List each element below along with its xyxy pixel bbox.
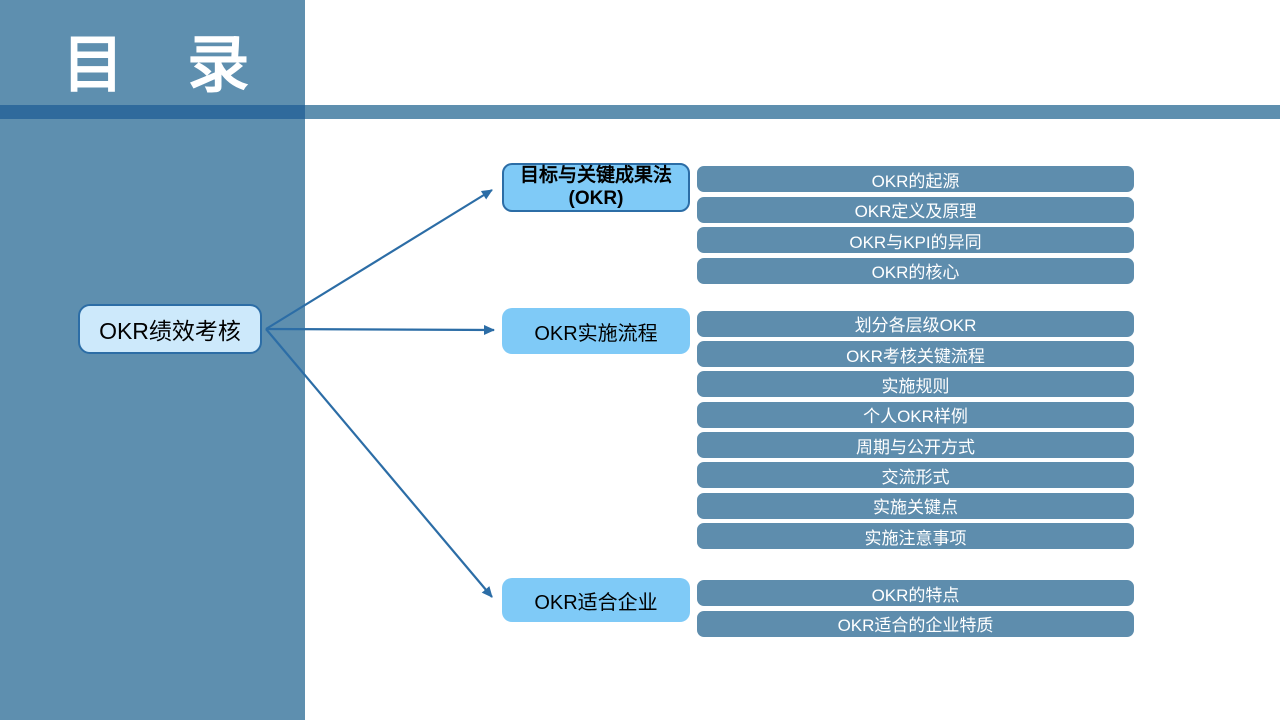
leaf-item[interactable]: 个人OKR样例 [696, 400, 1135, 429]
leaf-item[interactable]: 实施注意事项 [696, 522, 1135, 551]
leaf-item[interactable]: 交流形式 [696, 461, 1135, 490]
leaf-item[interactable]: 周期与公开方式 [696, 431, 1135, 459]
leaf-item[interactable]: 实施关键点 [696, 491, 1135, 520]
left-sidebar-panel [0, 0, 305, 720]
leaf-item[interactable]: OKR定义及原理 [696, 195, 1135, 224]
category-node-okr-method[interactable]: 目标与关键成果法 (OKR) [502, 163, 690, 212]
leaf-item[interactable]: OKR的特点 [696, 579, 1135, 607]
leaf-item[interactable]: OKR考核关键流程 [696, 340, 1135, 368]
leaf-item[interactable]: OKR与KPI的异同 [696, 226, 1135, 254]
category-node-okr-process[interactable]: OKR实施流程 [502, 308, 690, 354]
leaf-item[interactable]: 实施规则 [696, 370, 1135, 399]
leaf-item[interactable]: OKR的起源 [696, 165, 1135, 193]
page-title: 目 录 [62, 31, 252, 100]
leaf-item[interactable]: OKR适合的企业特质 [696, 609, 1135, 638]
header-stripe [305, 105, 1280, 119]
leaf-item[interactable]: OKR的核心 [696, 256, 1135, 285]
category-node-okr-fit[interactable]: OKR适合企业 [502, 578, 690, 622]
header-stripe-dark-segment [0, 105, 305, 119]
root-node-okr-performance[interactable]: OKR绩效考核 [78, 304, 262, 354]
leaf-item[interactable]: 划分各层级OKR [696, 309, 1135, 338]
